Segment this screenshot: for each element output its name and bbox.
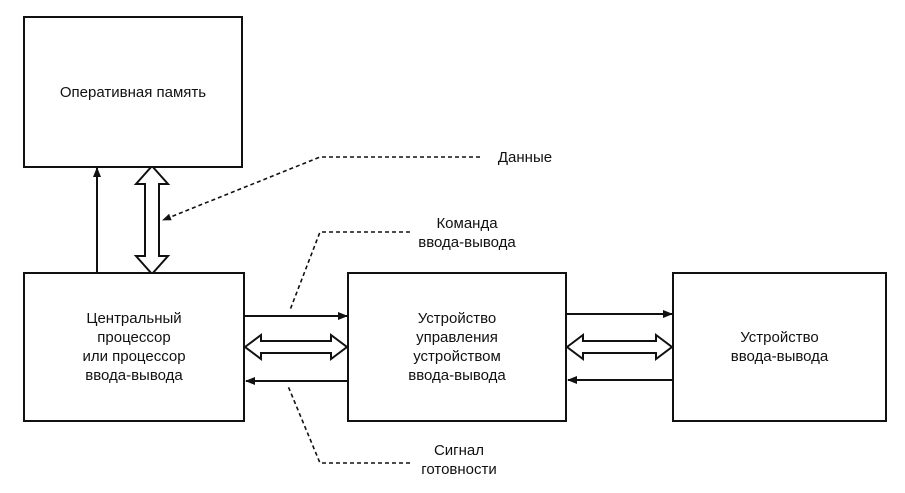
- controller-block: Устройство управления устройством ввода-…: [347, 272, 567, 422]
- device-block-label: Устройство ввода-вывода: [730, 329, 829, 365]
- ready-callout-line: [287, 385, 410, 464]
- cpu-block: Центральный процессор или процессор ввод…: [23, 272, 245, 422]
- device-block: Устройство ввода-вывода: [672, 272, 887, 422]
- controller-block-label: Устройство управления устройством ввода-…: [408, 310, 506, 384]
- memory-block-label: Оперативная память: [59, 83, 207, 101]
- cpu-controller-data-bus: [243, 333, 349, 361]
- command-callout-line: [289, 231, 410, 311]
- memory-cpu-data-bus: [133, 164, 171, 276]
- command-label: Команда ввода-вывода: [418, 215, 516, 251]
- cpu-block-label: Центральный процессор или процессор ввод…: [82, 310, 186, 384]
- ready-label: Сигнал готовности: [421, 442, 497, 478]
- memory-block: Оперативная память: [23, 16, 243, 168]
- controller-device-data-bus: [565, 333, 674, 361]
- data-label: Данные: [497, 149, 553, 166]
